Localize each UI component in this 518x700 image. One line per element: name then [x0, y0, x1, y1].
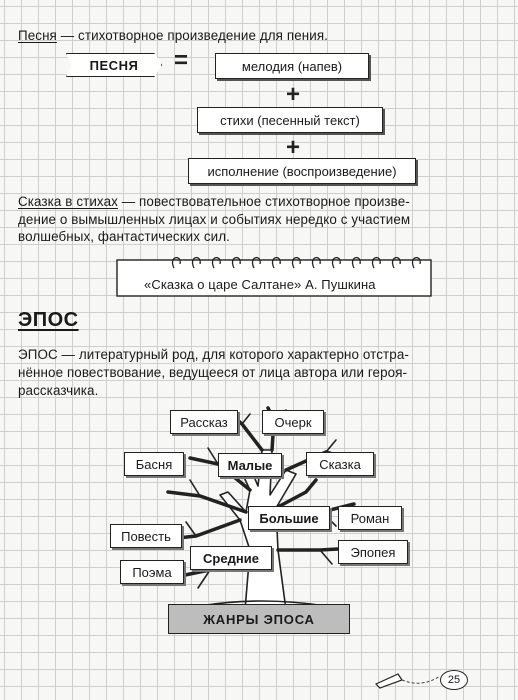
component-performance: исполнение (воспроизведение) [188, 158, 416, 184]
tale-definition-line2: дение о вымышленных лицах и событиях нер… [18, 212, 411, 227]
epos-heading: ЭПОС [18, 309, 79, 331]
song-definition: Песня — стихотворное произведение для пе… [18, 28, 328, 43]
pencil-icon [374, 673, 441, 689]
genre-tag-fable: Басня [124, 452, 184, 476]
tale-text-1: — повествовательное стихотворное произве… [117, 194, 410, 209]
genre-tag-novel: Роман [338, 506, 402, 530]
tale-definition-line3: волшебных, фантастических сил. [18, 229, 230, 244]
epos-definition-line3: рассказчика. [18, 383, 99, 398]
tale-example-card: «Сказка о царе Салтане» А. Пушкина [116, 252, 434, 298]
tale-term: Сказка в стихах [18, 194, 118, 209]
tale-example-text: «Сказка о царе Салтане» А. Пушкина [144, 277, 376, 292]
genre-tag-epopee: Эпопея [338, 540, 408, 564]
genres-banner: ЖАНРЫ ЭПОСА [168, 604, 350, 634]
epos-definition-line1: ЭПОС — литературный род, для которого ха… [18, 347, 409, 362]
genre-tag-novella: Повесть [110, 524, 182, 548]
epos-definition-line2: нённое повествование, ведущееся от лица … [18, 365, 408, 380]
genre-tag-essay: Очерк [262, 410, 324, 434]
plus-sign-1: + [286, 81, 301, 108]
plus-sign-2: + [286, 134, 301, 161]
spiral-notebook-icon [116, 257, 432, 297]
genre-tag-story: Рассказ [170, 410, 238, 434]
component-melody: мелодия (напев) [215, 53, 369, 79]
genre-tag-tale: Сказка [306, 452, 374, 476]
song-label: ПЕСНЯ [66, 53, 162, 77]
page-number: 25 [440, 670, 468, 690]
genre-tag-poem: Поэма [120, 560, 184, 584]
group-big: Большие [248, 506, 330, 530]
group-medium: Средние [190, 546, 272, 570]
song-term: Песня [18, 28, 57, 43]
group-small: Малые [218, 453, 282, 477]
tale-definition-line1: Сказка в стихах — повествовательное стих… [18, 194, 410, 209]
component-lyrics: стихи (песенный текст) [197, 107, 383, 133]
song-definition-text: — стихотворное произведение для пения. [56, 28, 328, 43]
equals-sign: = [174, 47, 189, 74]
